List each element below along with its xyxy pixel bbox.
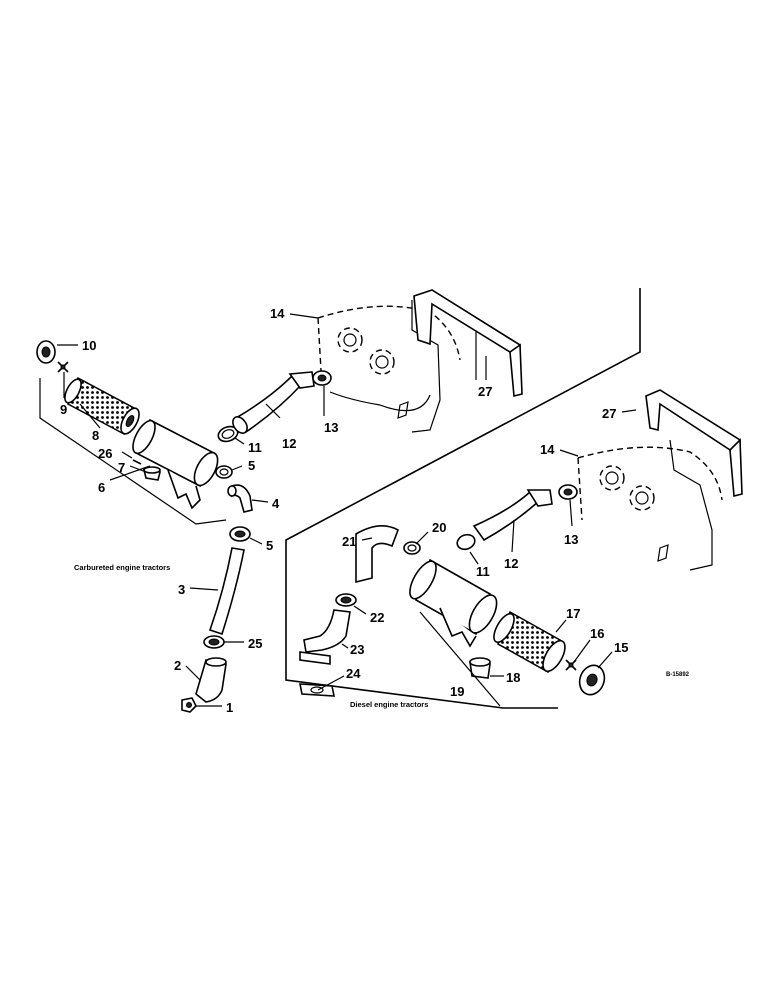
air-cleaner-body-19 (409, 558, 498, 648)
callout-27-lower: 27 (602, 406, 616, 421)
clamp-5-lower (229, 526, 251, 542)
callout-3: 3 (178, 582, 185, 597)
callout-22: 22 (370, 610, 384, 625)
gasket-24 (299, 683, 335, 697)
callout-13-upper: 13 (324, 420, 338, 435)
wing-nut-9 (57, 361, 69, 373)
callout-19: 19 (450, 684, 464, 699)
pin-26 (132, 459, 142, 465)
mounting-bracket-27-upper (413, 289, 523, 398)
cup-7 (142, 466, 161, 481)
callout-26: 26 (98, 446, 112, 461)
wing-nut-16 (565, 659, 577, 671)
cap-10 (36, 340, 56, 364)
callout-11-upper: 11 (248, 440, 262, 455)
callout-17: 17 (566, 606, 580, 621)
hood-diesel (577, 439, 723, 571)
hood-carbureted (317, 300, 461, 433)
callout-13-lower: 13 (564, 532, 578, 547)
filter-element-17 (493, 610, 566, 674)
callout-20: 20 (432, 520, 446, 535)
clamp-22 (335, 593, 357, 607)
callout-14-lower: 14 (540, 442, 555, 457)
tube-21 (355, 525, 399, 584)
clamp-5-upper (215, 465, 233, 479)
cap-15 (578, 664, 606, 696)
filter-element-8 (64, 376, 140, 436)
callout-24: 24 (346, 666, 361, 681)
callout-25: 25 (248, 636, 262, 651)
callout-1: 1 (226, 700, 233, 715)
intake-tube-12-upper (232, 371, 315, 434)
callout-8: 8 (92, 428, 99, 443)
callout-5-upper: 5 (248, 458, 255, 473)
callout-9: 9 (60, 402, 67, 417)
callout-12-lower: 12 (504, 556, 518, 571)
section-divider (285, 288, 641, 709)
mounting-bracket-27-lower (645, 389, 743, 498)
callout-7: 7 (118, 460, 125, 475)
group-bracket-19 (419, 611, 501, 707)
callout-27-upper: 27 (478, 384, 492, 399)
callout-14-upper: 14 (270, 306, 285, 321)
callout-11-lower: 11 (476, 564, 490, 579)
figure-reference: B-15892 (666, 672, 690, 678)
callout-15: 15 (614, 640, 628, 655)
callout-4: 4 (272, 496, 280, 511)
clamp-11-lower (456, 533, 476, 551)
clamp-25 (203, 635, 225, 649)
elbow-4 (227, 484, 253, 513)
nut-1 (181, 697, 197, 713)
callout-23: 23 (350, 642, 364, 657)
caption-diesel: Diesel engine tractors (350, 700, 428, 709)
callout-21: 21 (342, 534, 356, 549)
air-cleaner-body-6 (132, 418, 219, 510)
elbow-23 (299, 609, 351, 665)
callout-16: 16 (590, 626, 604, 641)
clamp-20 (403, 541, 421, 555)
callout-2: 2 (174, 658, 181, 673)
leader-6 (109, 465, 151, 481)
cap-13-upper (312, 370, 332, 386)
cup-18 (469, 657, 491, 679)
callout-labels: 10 9 8 26 7 6 11 12 13 5 4 5 3 25 2 1 14… (60, 306, 628, 715)
elbow-2 (195, 657, 227, 703)
callout-10: 10 (82, 338, 96, 353)
pipe-3 (208, 547, 245, 636)
callout-18: 18 (506, 670, 520, 685)
caption-carbureted: Carbureted engine tractors (74, 563, 170, 572)
leader-lines (57, 313, 637, 707)
intake-tube-12-lower (472, 489, 553, 542)
callout-5-lower: 5 (266, 538, 273, 553)
callout-12-upper: 12 (282, 436, 296, 451)
cap-13-lower (558, 484, 578, 500)
group-bracket-6 (39, 378, 227, 525)
callout-6: 6 (98, 480, 105, 495)
